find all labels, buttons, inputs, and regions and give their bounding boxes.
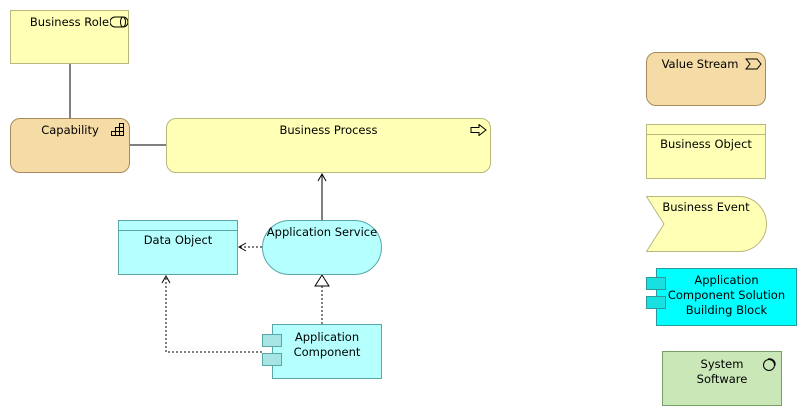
value-stream-node[interactable]: Value Stream <box>646 52 766 106</box>
business-process-label: Business Process <box>279 123 378 137</box>
business-role-label: Business Role <box>29 15 110 29</box>
data-object-node[interactable]: Data Object <box>118 220 238 275</box>
capability-node[interactable]: Capability <box>10 118 130 173</box>
system-software-icon <box>763 358 776 371</box>
business-process-node[interactable]: Business Process <box>166 118 491 173</box>
business-object-header-divider <box>647 134 765 135</box>
capability-icon <box>111 123 124 136</box>
data-object-label: Data Object <box>143 233 213 247</box>
sbb-port-top-icon <box>646 277 666 290</box>
process-arrow-icon <box>470 124 487 136</box>
access-component-dataobject[interactable] <box>161 274 262 353</box>
business-object-label: Business Object <box>660 137 752 151</box>
business-event-label: Business Event <box>662 200 750 214</box>
application-component-node[interactable]: Application Component <box>272 324 382 379</box>
business-event-shape[interactable] <box>646 196 768 253</box>
system-software-label: System Software <box>696 357 748 386</box>
business-role-node[interactable]: Business Role <box>10 10 129 64</box>
capability-label: Capability <box>41 123 99 137</box>
application-service-node[interactable]: Application Service <box>262 220 382 275</box>
component-port-bottom-icon <box>262 353 282 366</box>
application-service-label: Application Service <box>266 225 378 239</box>
realization-triangle <box>314 274 330 287</box>
data-object-header-divider <box>119 230 237 231</box>
application-component-sbb-node[interactable]: Application Component Solution Building … <box>656 268 797 326</box>
value-stream-icon <box>745 58 762 70</box>
business-object-node[interactable]: Business Object <box>646 124 766 179</box>
application-component-sbb-label: Application Component Solution Building … <box>667 273 786 317</box>
application-component-label: Application Component <box>293 330 361 359</box>
sbb-port-bottom-icon <box>646 296 666 309</box>
role-icon <box>110 16 128 28</box>
component-port-top-icon <box>262 334 282 347</box>
system-software-node[interactable]: System Software <box>662 351 782 406</box>
value-stream-label: Value Stream <box>661 57 739 71</box>
